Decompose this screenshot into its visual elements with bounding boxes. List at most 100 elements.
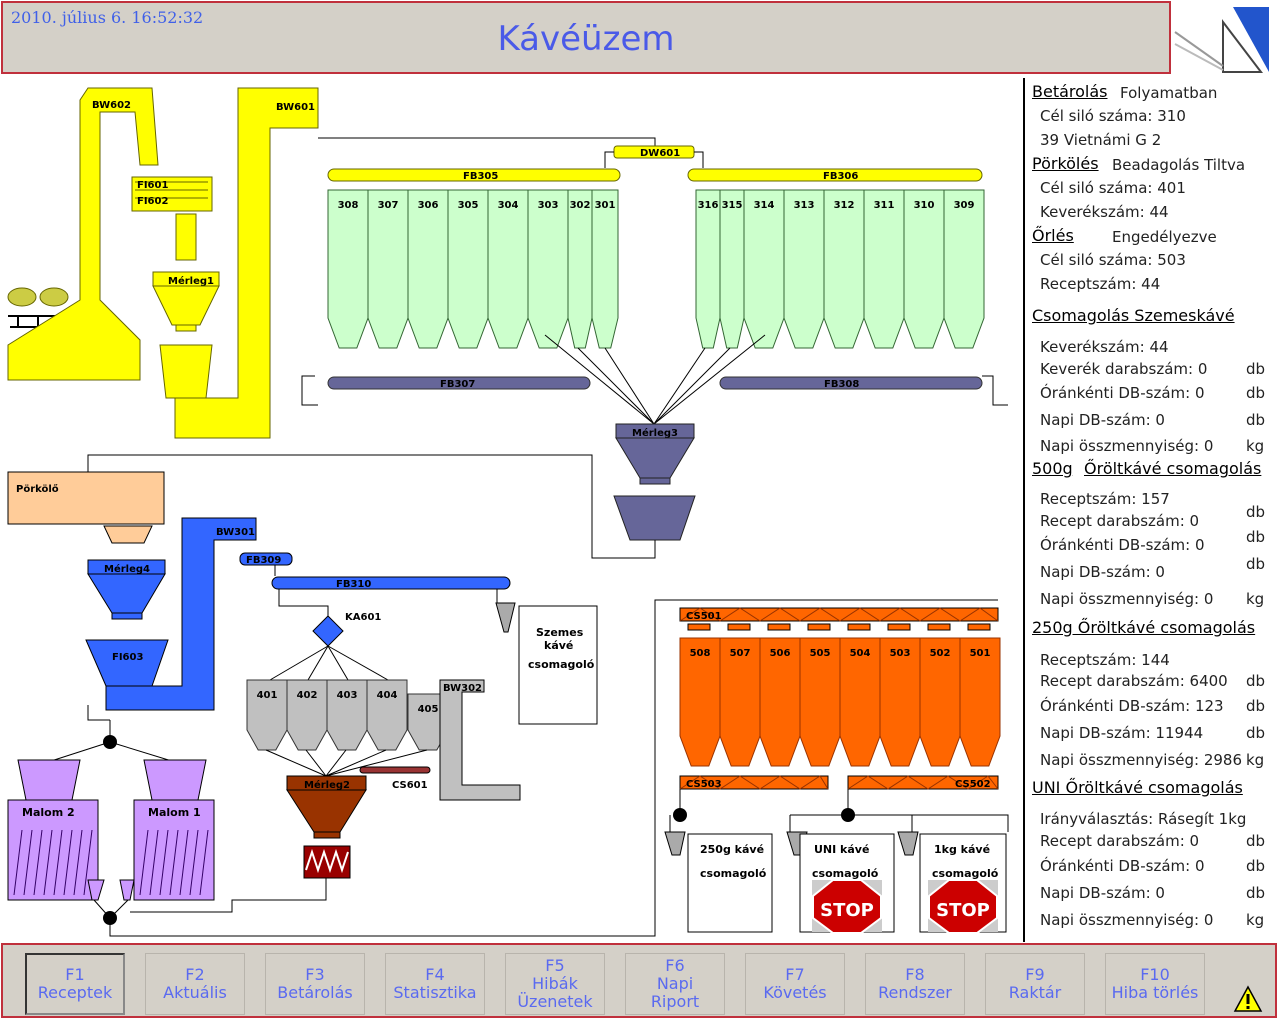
header-bar: 2010. július 6. 16:52:32 Kávéüzem bbox=[1, 1, 1171, 74]
silo-label: 310 bbox=[914, 200, 935, 211]
silo-316[interactable]: 316 bbox=[695, 189, 721, 349]
silo-307[interactable]: 307 bbox=[367, 189, 409, 349]
fb308-conveyor[interactable] bbox=[719, 376, 983, 390]
silo-301[interactable]: 301 bbox=[591, 189, 619, 349]
orles-line1: Cél siló száma: 503 bbox=[1040, 251, 1186, 269]
fb307-conveyor[interactable] bbox=[327, 376, 591, 390]
silo-402[interactable]: 402 bbox=[286, 679, 328, 751]
porkoles-status: Beadagolás Tiltva bbox=[1112, 156, 1246, 174]
f1-label: Receptek bbox=[37, 983, 113, 1002]
bw301-conveyor[interactable] bbox=[105, 517, 257, 711]
feeder-gate bbox=[767, 623, 791, 631]
g250-l3: Óránkénti DB-szám: 123 bbox=[1040, 697, 1224, 715]
silo-315[interactable]: 315 bbox=[719, 189, 745, 349]
cs503-label: CS503 bbox=[686, 779, 722, 790]
silo-404[interactable]: 404 bbox=[366, 679, 408, 751]
fb305-conveyor[interactable] bbox=[327, 168, 621, 182]
silo-508[interactable]: 508 bbox=[679, 637, 721, 767]
f8-key: F8 bbox=[905, 965, 925, 984]
warning-icon[interactable] bbox=[1233, 985, 1263, 1013]
porkolo-roaster[interactable] bbox=[7, 471, 165, 525]
porkoles-heading: Pörkölés bbox=[1032, 154, 1099, 173]
merleg3-label: Mérleg3 bbox=[632, 427, 678, 439]
fb309-conveyor[interactable] bbox=[239, 552, 293, 566]
silo-403[interactable]: 403 bbox=[326, 679, 368, 751]
silo-309[interactable]: 309 bbox=[943, 189, 985, 349]
silo-label: 316 bbox=[698, 200, 719, 211]
szemes-packer[interactable] bbox=[518, 605, 598, 725]
silo-311[interactable]: 311 bbox=[863, 189, 905, 349]
porkolo-label: Pörkölő bbox=[16, 483, 59, 495]
silo-313[interactable]: 313 bbox=[783, 189, 825, 349]
bw601-conveyor[interactable] bbox=[174, 87, 319, 439]
silo-308[interactable]: 308 bbox=[327, 189, 369, 349]
f5-label-1: Hibák bbox=[532, 974, 578, 993]
silo-501[interactable]: 501 bbox=[959, 637, 1001, 767]
malom1-mill[interactable] bbox=[133, 799, 215, 901]
company-logo bbox=[1173, 2, 1277, 76]
silo-505[interactable]: 505 bbox=[799, 637, 841, 767]
feeder-gate bbox=[727, 623, 751, 631]
roaster-group: Pörkölő Mérleg4 FI603 BW301 FB309 FB310 … bbox=[7, 471, 598, 725]
silo-302[interactable]: 302 bbox=[567, 189, 593, 349]
malom2-mill[interactable] bbox=[7, 799, 99, 901]
silo-label: 301 bbox=[595, 200, 616, 211]
g250-l4: Napi DB-szám: 11944 bbox=[1040, 724, 1204, 742]
g250-l2: Recept darabszám: 6400 bbox=[1040, 672, 1228, 690]
packer-250g[interactable] bbox=[687, 833, 773, 933]
silo-314[interactable]: 314 bbox=[743, 189, 785, 349]
fi603-bin[interactable] bbox=[85, 639, 169, 687]
cs502-conveyor[interactable] bbox=[847, 775, 999, 790]
szemes-l5: Napi összmennyiség: 0 bbox=[1040, 437, 1214, 455]
bw302-conveyor[interactable] bbox=[439, 679, 521, 801]
ka601-valve[interactable] bbox=[312, 615, 344, 647]
unit-kg: kg bbox=[1246, 911, 1265, 929]
silo-401[interactable]: 401 bbox=[246, 679, 288, 751]
f3-key: F3 bbox=[305, 965, 325, 984]
szemes-label-3: csomagoló bbox=[528, 658, 595, 671]
f2-label: Aktuális bbox=[163, 983, 227, 1002]
silo-502[interactable]: 502 bbox=[919, 637, 961, 767]
uni-l4: Napi DB-szám: 0 bbox=[1040, 884, 1165, 902]
uni-heading: UNI Őröltkávé csomagolás bbox=[1032, 778, 1243, 797]
silo-503[interactable]: 503 bbox=[879, 637, 921, 767]
silo-306[interactable]: 306 bbox=[407, 189, 449, 349]
silo-label: 504 bbox=[850, 648, 871, 659]
fb310-label: FB310 bbox=[336, 579, 371, 590]
silo-303[interactable]: 303 bbox=[527, 189, 569, 349]
silo-label: 402 bbox=[297, 690, 318, 701]
fb306-conveyor[interactable] bbox=[687, 168, 983, 182]
fi603-label: FI603 bbox=[112, 652, 143, 663]
silo-304[interactable]: 304 bbox=[487, 189, 529, 349]
fb310-conveyor[interactable] bbox=[271, 576, 511, 590]
feeder-gate bbox=[887, 623, 911, 631]
f3-label: Betárolás bbox=[277, 983, 353, 1002]
porkoles-line2: Keverékszám: 44 bbox=[1040, 203, 1169, 221]
betarolas-heading: Betárolás bbox=[1032, 82, 1108, 101]
silo-506[interactable]: 506 bbox=[759, 637, 801, 767]
silo-312[interactable]: 312 bbox=[823, 189, 865, 349]
silo-305[interactable]: 305 bbox=[447, 189, 489, 349]
cs501-label: CS501 bbox=[686, 611, 722, 622]
unit-db: db bbox=[1246, 697, 1266, 715]
merleg4-label: Mérleg4 bbox=[104, 563, 150, 575]
silo-507[interactable]: 507 bbox=[719, 637, 761, 767]
cs601-conveyor[interactable] bbox=[359, 766, 431, 774]
fi-bin[interactable] bbox=[131, 176, 213, 212]
bw602-conveyor[interactable] bbox=[7, 87, 159, 381]
f9-key: F9 bbox=[1025, 965, 1045, 984]
cs501-conveyor[interactable] bbox=[679, 607, 999, 622]
silo-310[interactable]: 310 bbox=[903, 189, 945, 349]
cs503-conveyor[interactable] bbox=[679, 775, 829, 790]
silo-504[interactable]: 504 bbox=[839, 637, 881, 767]
